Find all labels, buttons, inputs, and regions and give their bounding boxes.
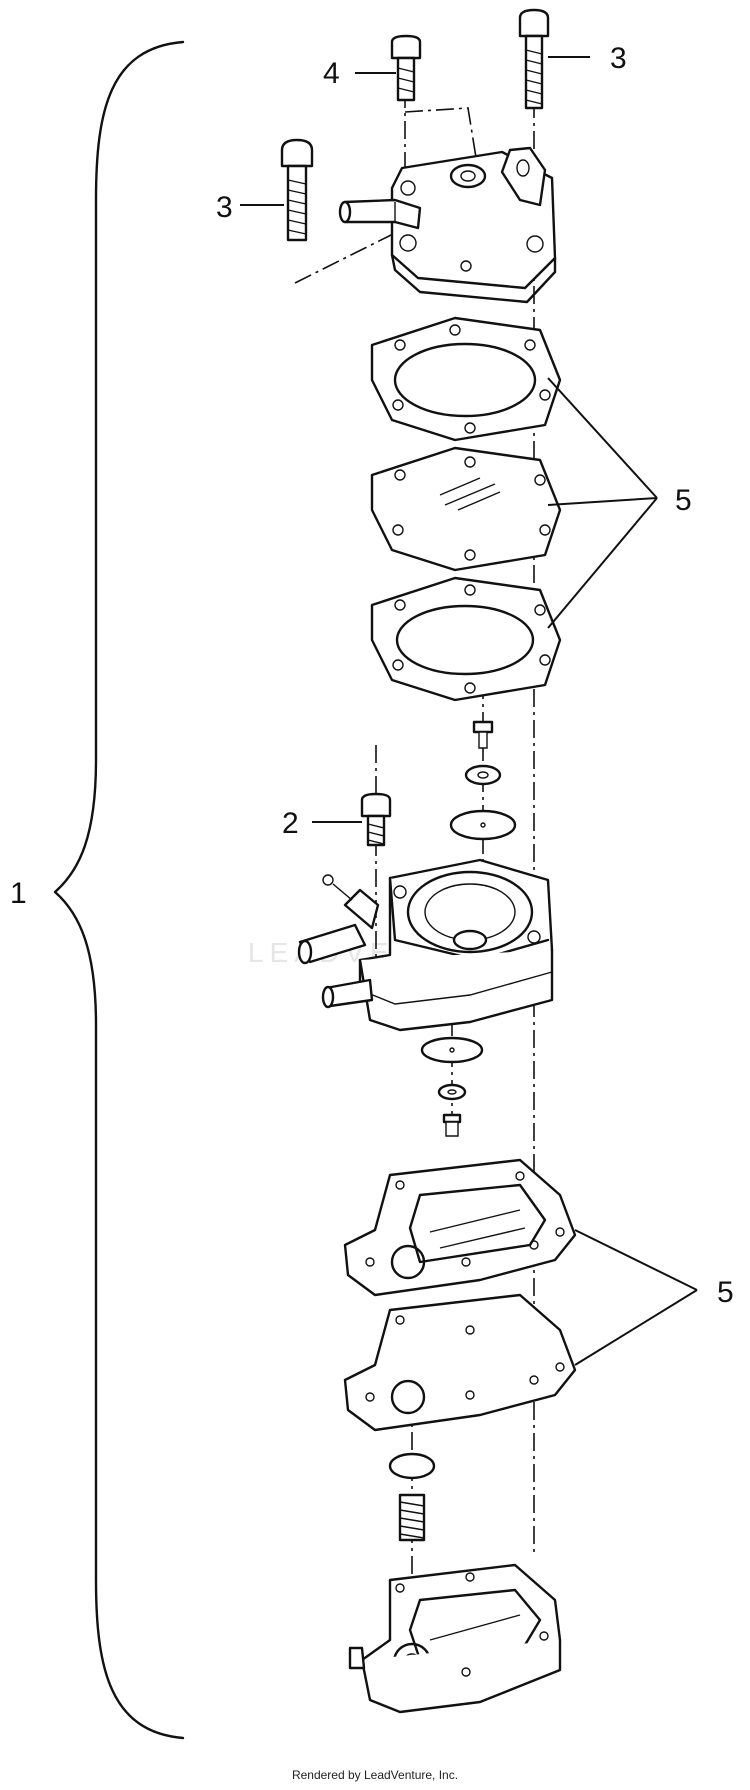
callout-5-lower: 5 — [717, 1276, 734, 1309]
pump-body — [297, 858, 554, 1032]
callout-2: 2 — [282, 807, 299, 840]
leader-lines — [240, 56, 698, 1366]
screw-small — [360, 792, 392, 847]
valve-screw-upper — [464, 720, 502, 786]
gasket-upper-2 — [370, 576, 562, 702]
diaphragm-upper — [370, 446, 562, 572]
callout-5-upper: 5 — [675, 484, 692, 517]
callout-1: 1 — [10, 877, 27, 910]
spring — [398, 1493, 426, 1542]
callout-3-right: 3 — [610, 42, 627, 75]
base-plate — [348, 1563, 562, 1714]
assembly-brace — [53, 40, 185, 1740]
valve-disc-bottom — [388, 1452, 436, 1480]
callout-3-left: 3 — [216, 191, 233, 224]
screw-top — [390, 34, 422, 102]
footer-credit: Rendered by LeadVenture, Inc. — [291, 1768, 459, 1782]
bolt-long-left — [280, 138, 314, 242]
valve-disc-upper — [449, 809, 517, 841]
bolt-long-right — [518, 8, 550, 110]
gasket-upper-1 — [370, 316, 562, 442]
valve-disc-lower — [420, 1036, 484, 1137]
gasket-lower-2 — [343, 1293, 577, 1432]
callout-4: 4 — [323, 57, 340, 90]
pump-top-cover — [338, 146, 557, 304]
gasket-lower-1 — [343, 1158, 577, 1297]
